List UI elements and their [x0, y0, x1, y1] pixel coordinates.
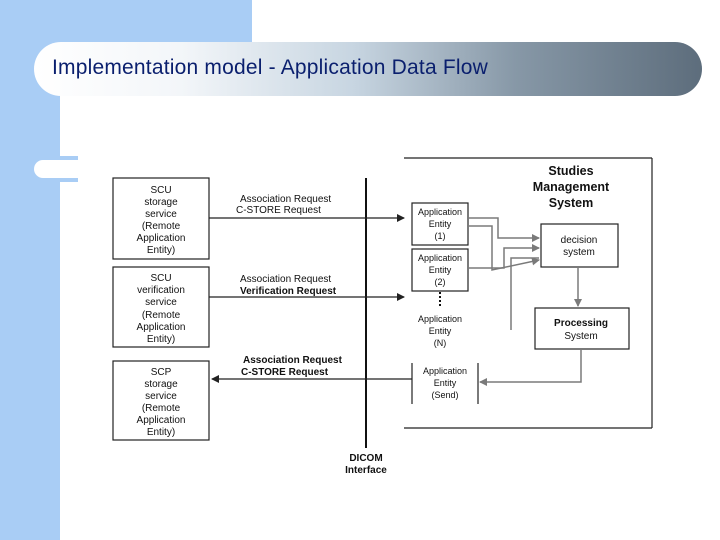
local-entity-send-line-1: Application	[423, 366, 467, 376]
local-entity-2-line-3: (2)	[435, 277, 446, 287]
remote-entity-3-line-5: Application	[137, 415, 186, 426]
dicom-interface-label-line-1: DICOM	[349, 453, 382, 464]
studies-management-system-frame	[404, 157, 653, 429]
remote-entity-2-line-4: (Remote	[142, 310, 181, 321]
decision-system-line-1: decision	[561, 235, 598, 246]
remote-entity-3-line-6: Entity)	[147, 427, 175, 438]
local-entity-1-line-1: Application	[418, 207, 462, 217]
title-banner	[34, 42, 702, 96]
system-title-line-1: Studies	[548, 164, 593, 178]
request-2-line-1: Association Request	[240, 274, 331, 285]
local-entity-2	[411, 248, 469, 292]
local-entity-send-frame	[411, 363, 479, 404]
system-title-line-3: System	[549, 196, 593, 210]
request-1-line-2: C-STORE Request	[236, 205, 321, 216]
remote-entity-1-line-3: service	[145, 209, 177, 220]
decision-system-line-2: system	[563, 247, 595, 258]
remote-entity-2-line-5: Application	[137, 322, 186, 333]
local-entity-n-line-3: (N)	[434, 338, 447, 348]
remote-entity-3-line-4: (Remote	[142, 403, 181, 414]
page-title: Implementation model - Application Data …	[52, 56, 489, 79]
remote-entity-2-line-1: SCU	[150, 273, 171, 284]
remote-entity-1-line-4: (Remote	[142, 221, 181, 232]
request-1-line-1: Association Request	[240, 194, 331, 205]
remote-entity-3-line-2: storage	[144, 379, 178, 390]
remote-entity-2-line-6: Entity)	[147, 334, 175, 345]
remote-entity-1-line-1: SCU	[150, 185, 171, 196]
local-entity-1-line-2: Entity	[429, 219, 452, 229]
processing-system-box	[534, 307, 630, 350]
remote-entity-3-line-1: SCP	[151, 367, 172, 378]
local-entity-1-line-3: (1)	[435, 231, 446, 241]
local-entity-n	[411, 309, 469, 353]
remote-entity-scu-verification	[112, 266, 210, 348]
local-entity-2-line-2: Entity	[429, 265, 452, 275]
remote-entity-1-line-2: storage	[144, 197, 178, 208]
processing-system-line-2: System	[564, 331, 597, 342]
remote-entity-2-line-2: verification	[137, 285, 185, 296]
request-2-line-2: Verification Request	[240, 286, 337, 297]
local-entity-send-line-3: (Send)	[431, 390, 458, 400]
decision-system-box	[540, 223, 619, 268]
remote-entity-2-line-3: service	[145, 297, 177, 308]
request-3-line-2: C-STORE Request	[241, 367, 329, 378]
remote-entity-1-line-5: Application	[137, 233, 186, 244]
processing-system-line-1: Processing	[554, 318, 608, 329]
remote-entity-3-line-3: service	[145, 391, 177, 402]
request-3-line-1: Association Request	[243, 355, 343, 366]
remote-entity-1-line-6: Entity)	[147, 245, 175, 256]
dicom-interface-label-line-2: Interface	[345, 465, 387, 476]
remote-entity-scp-storage	[112, 360, 210, 441]
ellipsis-dots	[439, 292, 441, 306]
system-title-line-2: Management	[533, 180, 610, 194]
local-entity-n-line-2: Entity	[429, 326, 452, 336]
local-entity-1	[411, 202, 469, 246]
local-entity-send-line-2: Entity	[434, 378, 457, 388]
local-entity-n-line-1: Application	[418, 314, 462, 324]
local-entity-2-line-1: Application	[418, 253, 462, 263]
side-tab-cutout	[34, 160, 78, 178]
internal-flow-arrows	[468, 217, 582, 386]
